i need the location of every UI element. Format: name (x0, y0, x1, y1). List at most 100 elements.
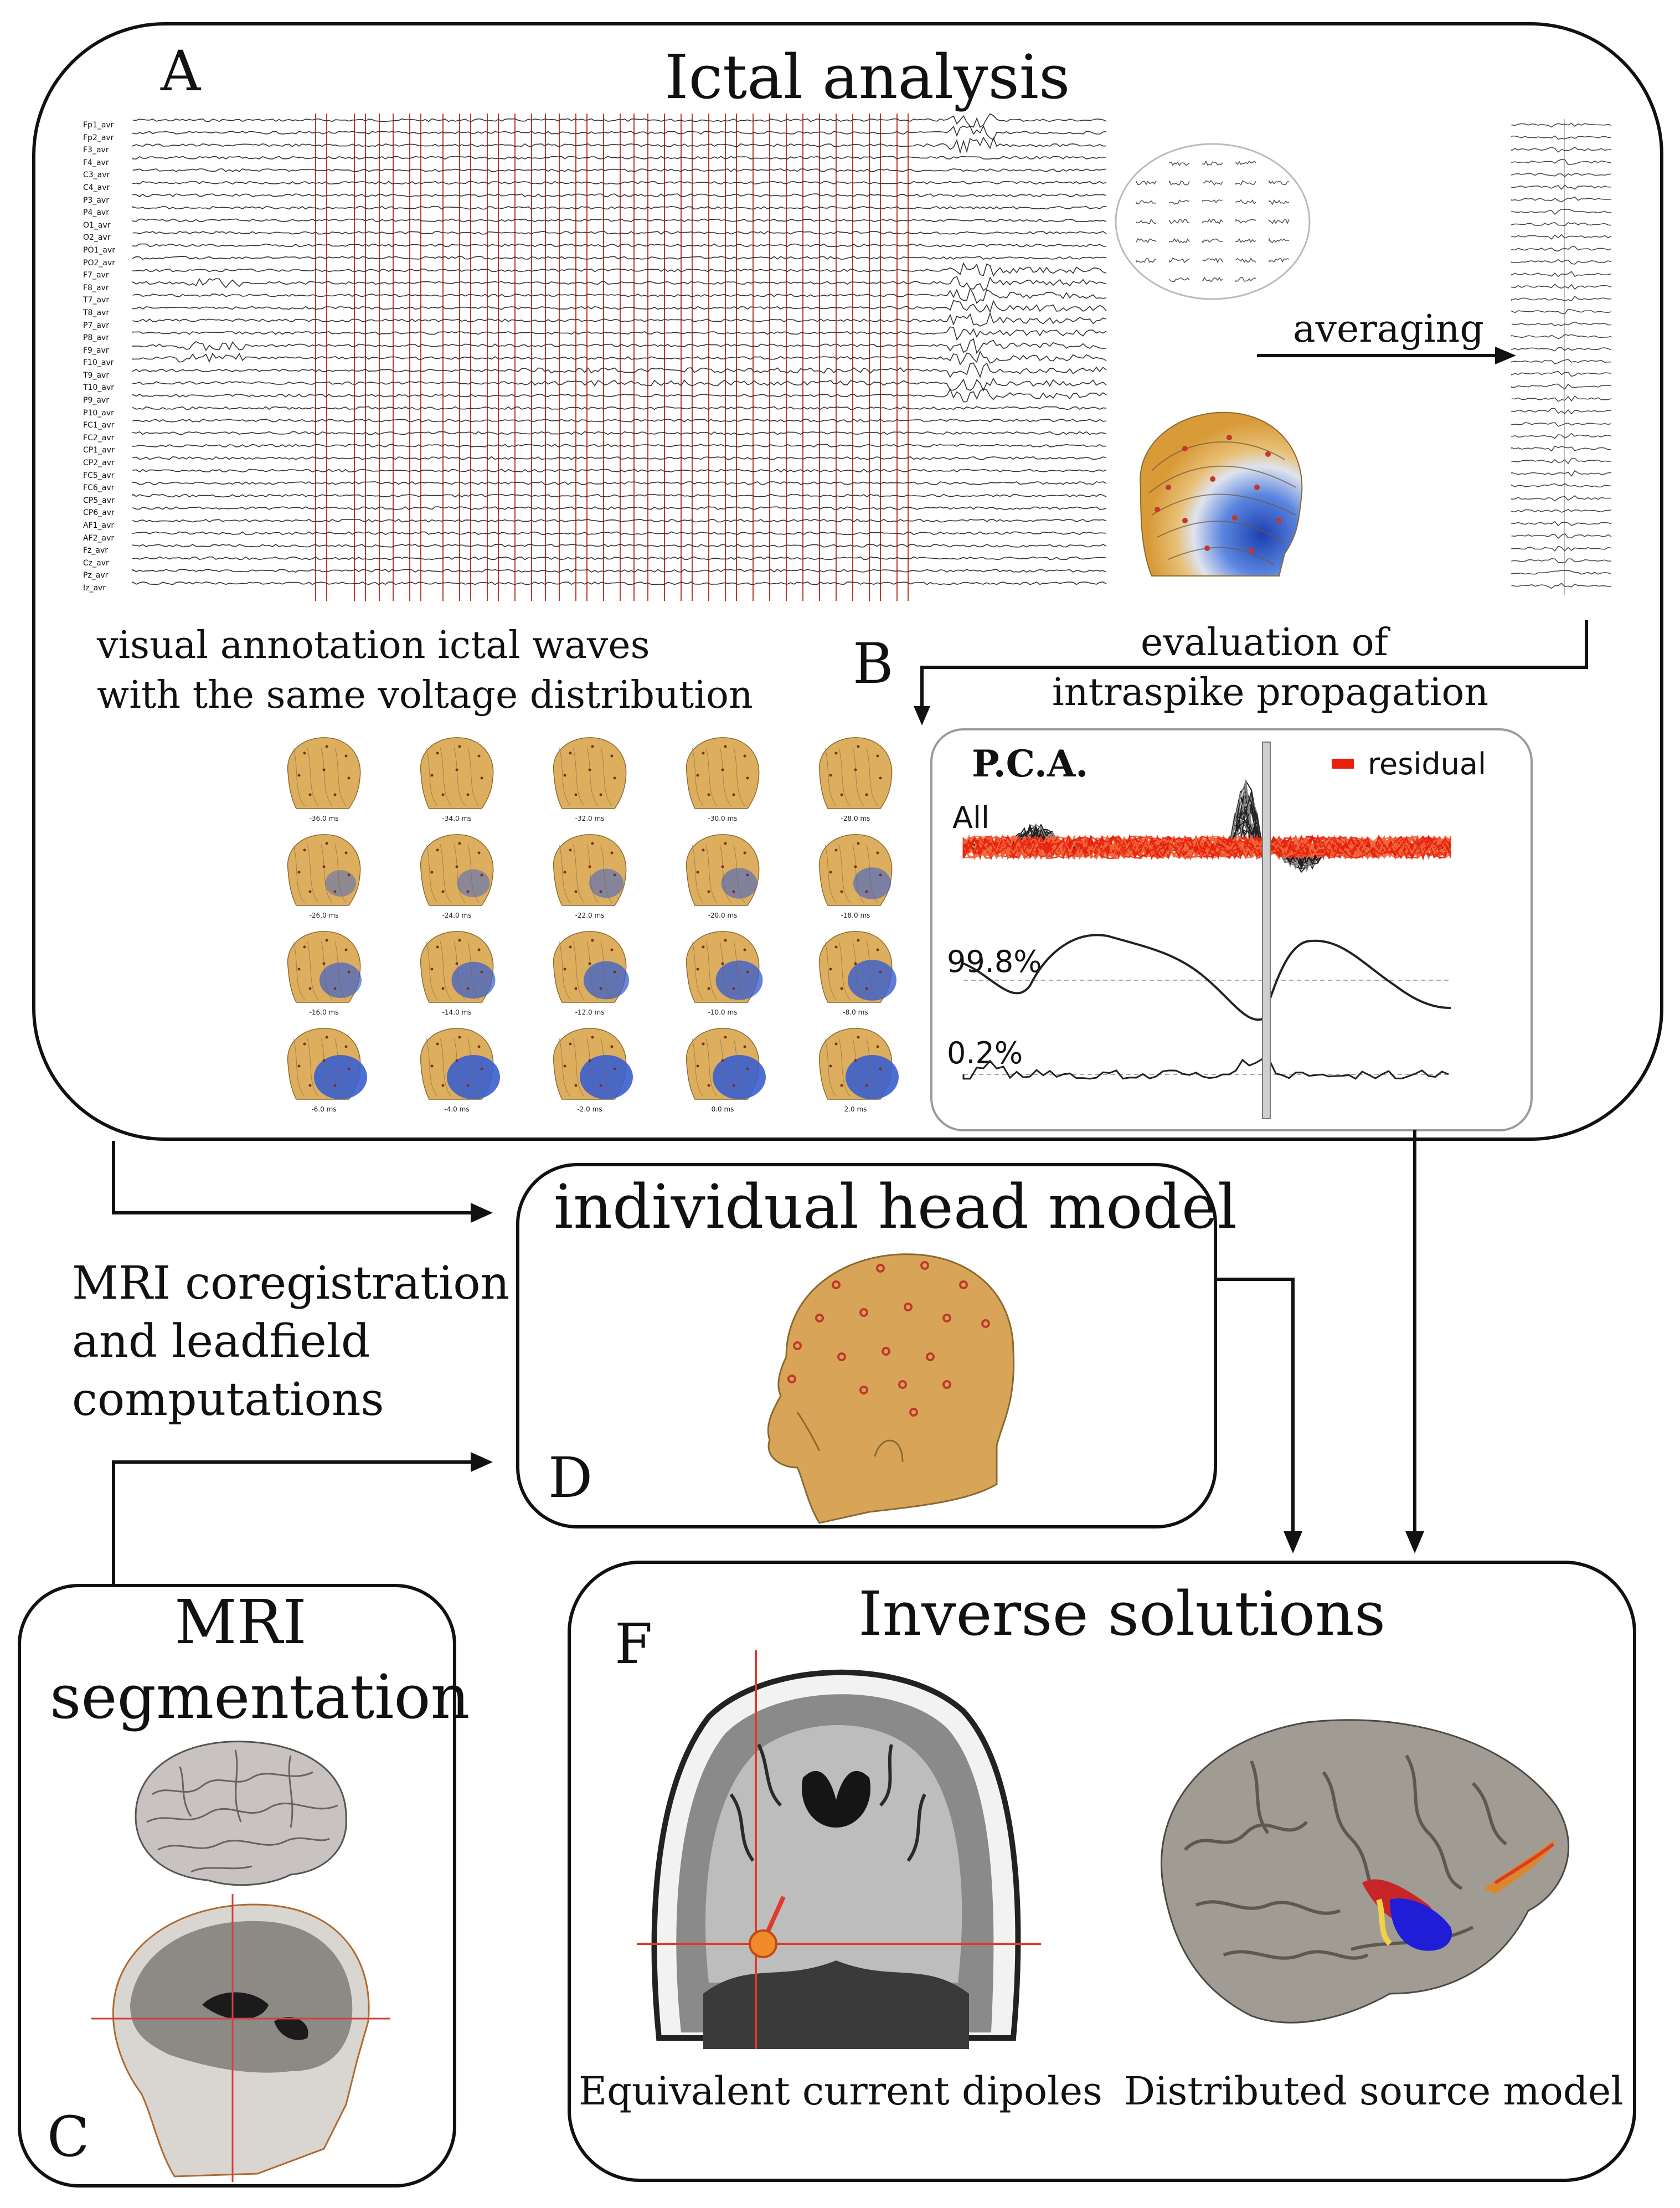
map-electrode (303, 945, 306, 949)
electrode-trace (1235, 219, 1256, 224)
pca-title: P.C.A. (972, 742, 1089, 785)
map-electrode (743, 1045, 746, 1048)
map-electrode (876, 851, 879, 855)
map-electrode (599, 890, 602, 893)
map-electrode (591, 1036, 594, 1039)
map-electrode (610, 1045, 614, 1048)
eeg-trace (132, 231, 1107, 235)
averaged-trace (1511, 570, 1612, 575)
time-cursor[interactable] (1262, 742, 1271, 1119)
map-contour (866, 941, 878, 1000)
map-time-label: -16.0 ms (310, 1008, 339, 1016)
electrode-trace (1169, 199, 1190, 205)
map-electrode (588, 865, 591, 868)
map-electrode (477, 948, 481, 951)
map-electrode (458, 939, 461, 942)
electrode-trace (1202, 218, 1223, 224)
annotation-caption-line2: with the same voltage distribution (97, 673, 753, 717)
map-electrode (840, 987, 843, 990)
eeg-trace (132, 326, 1107, 341)
map-electrode (297, 1064, 301, 1068)
map-time-label: -18.0 ms (841, 912, 870, 919)
map-electrode (308, 793, 312, 796)
map-electrode (707, 890, 710, 893)
eeg-trace (132, 181, 1107, 185)
map-electrode (599, 987, 602, 990)
map-electrode (746, 873, 749, 877)
map-contour (293, 747, 305, 806)
map-electrode (613, 970, 616, 974)
map-contour (692, 1038, 704, 1097)
map-electrode (297, 967, 301, 971)
map-contour (692, 747, 704, 806)
averaged-trace (1511, 359, 1612, 364)
map-contour (852, 844, 864, 903)
channel-label: CP6_avr (83, 508, 115, 518)
electrode-trace (1235, 161, 1256, 166)
map-time-label: -14.0 ms (442, 1008, 472, 1016)
map-electrode (732, 793, 735, 796)
eeg-trace (132, 406, 1107, 410)
map-negativity (319, 963, 362, 998)
channel-label: T8_avr (83, 308, 110, 317)
eeg-trace (132, 312, 1107, 327)
panel-c-title-line1: MRI (174, 1587, 307, 1658)
map-contour (321, 1038, 333, 1097)
map-electrode (569, 1042, 572, 1046)
channel-label: PO2_avr (83, 258, 115, 267)
averaged-trace (1511, 173, 1612, 177)
voltage-map: 2.0 ms (818, 1028, 899, 1113)
eeg-trace (132, 276, 1107, 292)
map-electrode (857, 939, 860, 942)
eeg-trace (132, 256, 1107, 260)
map-contour (852, 941, 864, 1000)
map-contour (705, 844, 718, 903)
map-contour (838, 1038, 851, 1097)
map-negativity (589, 868, 623, 898)
map-electrode (466, 1084, 470, 1087)
map-electrode (702, 1042, 705, 1046)
map-electrode (322, 1059, 326, 1062)
eeg-trace (132, 431, 1107, 435)
map-time-label: -26.0 ms (310, 912, 339, 919)
map-electrode (466, 987, 470, 990)
eeg-trace (132, 136, 1107, 155)
map-electrode (746, 1067, 749, 1070)
map-electrode (569, 752, 572, 755)
averaging-arrow (1257, 347, 1516, 364)
map-contour (293, 941, 305, 1000)
map-contour (600, 1038, 612, 1097)
map-time-label: -20.0 ms (708, 912, 738, 919)
channel-label: Iz_avr (83, 583, 106, 593)
map-electrode (588, 1059, 591, 1062)
electrode-trace (1136, 180, 1157, 186)
coronal-mri-dipole (637, 1650, 1041, 2049)
sagittal-mri-slice (91, 1894, 390, 2182)
map-electrode (829, 967, 832, 971)
voltage-map: -28.0 ms (818, 737, 893, 822)
averaged-trace (1511, 422, 1612, 427)
channel-label: P10_avr (83, 408, 114, 418)
averaged-trace (1511, 445, 1612, 452)
map-electrode (347, 970, 351, 974)
map-negativity (846, 1055, 899, 1099)
electrode-trace (1169, 258, 1190, 263)
panel-b-letter: B (853, 631, 894, 696)
averaged-trace (1511, 284, 1612, 290)
map-electrode (430, 967, 434, 971)
electrode-trace (1169, 219, 1190, 225)
map-electrode (857, 842, 860, 845)
map-electrode (865, 890, 868, 893)
map-electrode (743, 948, 746, 951)
map-electrode (297, 871, 301, 874)
map-electrode (574, 1084, 578, 1087)
averaged-trace (1511, 308, 1612, 315)
map-contour (824, 747, 837, 806)
map-contour (321, 844, 333, 903)
panel-d-title: individual head model (554, 1171, 1238, 1242)
map-electrode (455, 768, 458, 771)
coregistration-caption-line3: computations (72, 1373, 384, 1426)
map-electrode (876, 754, 879, 758)
electrode-trace (1136, 238, 1157, 244)
coregistration-caption-line1: MRI coregistration (72, 1257, 510, 1310)
